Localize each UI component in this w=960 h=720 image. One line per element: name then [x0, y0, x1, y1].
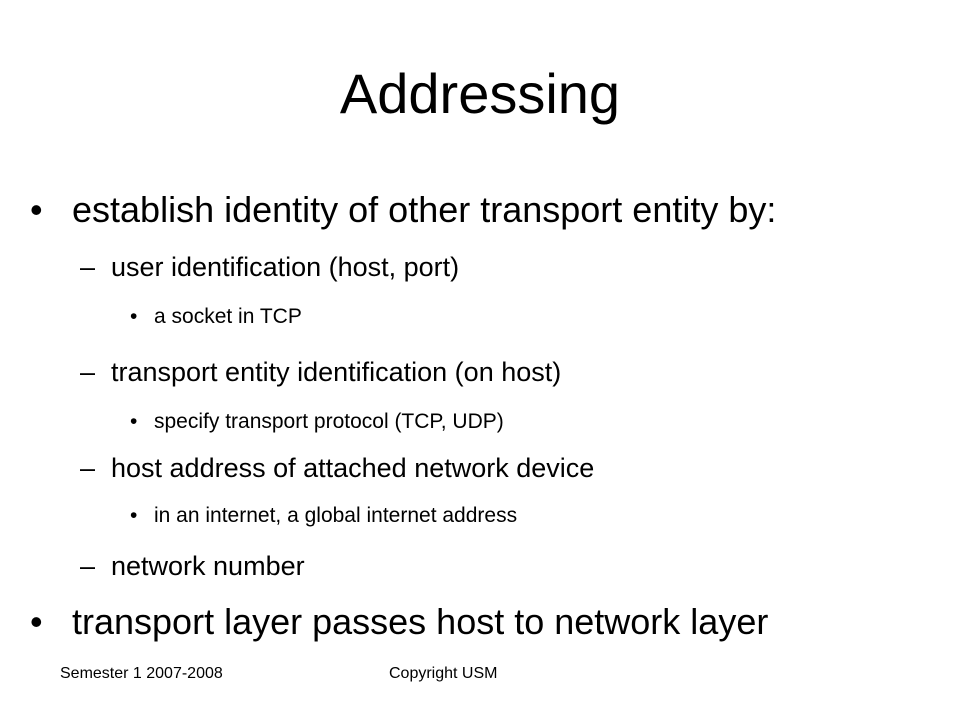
bullet-icon: •: [30, 189, 43, 230]
dash-icon: –: [80, 252, 96, 282]
bullet-text: specify transport protocol (TCP, UDP): [154, 410, 504, 433]
bullet-text: user identification (host, port): [111, 252, 460, 282]
bullet-text: network number: [111, 551, 305, 581]
bullet-text: host address of attached network device: [111, 453, 595, 483]
footer-semester: Semester 1 2007-2008: [60, 665, 223, 682]
dash-icon: –: [80, 453, 96, 483]
bullet-icon: •: [130, 504, 138, 527]
slide-title: Addressing: [339, 62, 621, 125]
bullet-icon: •: [130, 305, 138, 328]
bullet-text: transport layer passes host to network l…: [72, 601, 769, 642]
bullet-text: a socket in TCP: [154, 305, 302, 328]
dash-icon: –: [80, 551, 96, 581]
footer-copyright: Copyright USM: [389, 665, 498, 682]
bullet-text: transport entity identification (on host…: [111, 357, 562, 387]
bullet-text: establish identity of other transport en…: [72, 189, 777, 230]
bullet-icon: •: [130, 410, 138, 433]
bullet-text: in an internet, a global internet addres…: [154, 504, 518, 527]
bullet-icon: •: [30, 601, 43, 642]
dash-icon: –: [80, 357, 96, 387]
